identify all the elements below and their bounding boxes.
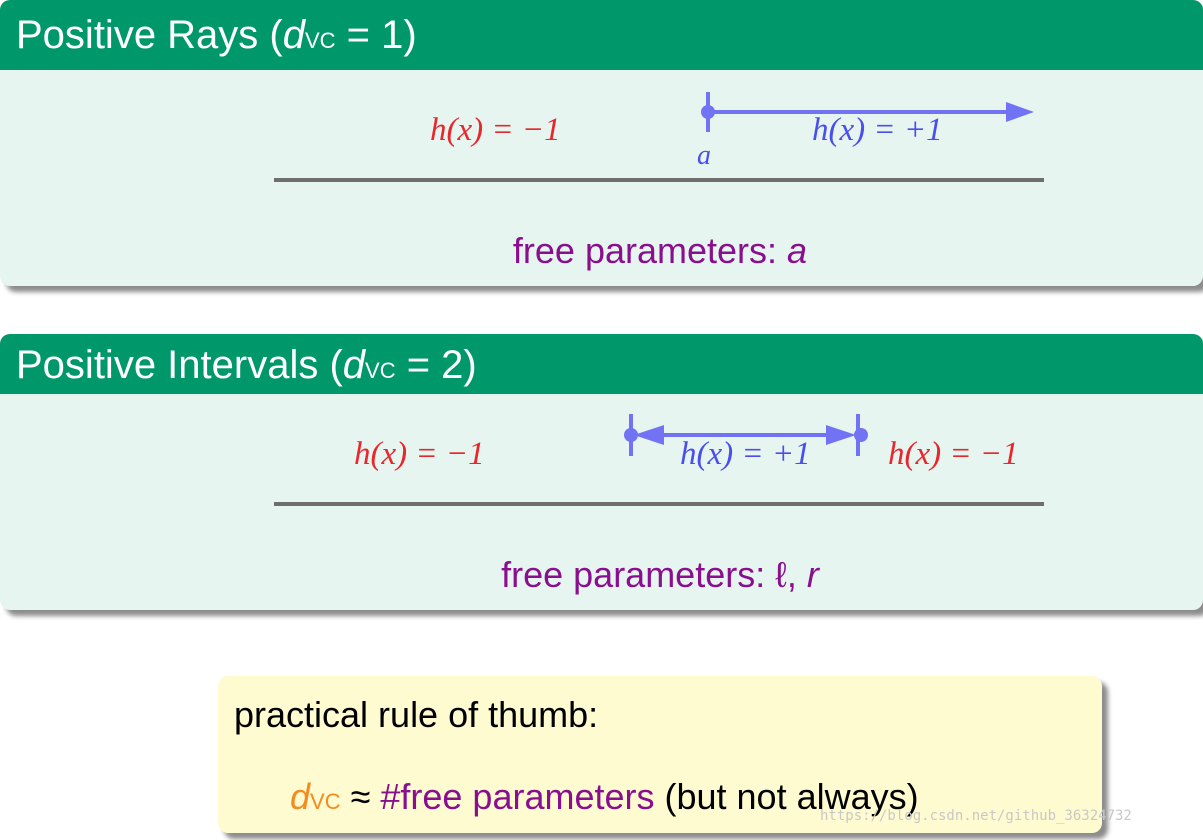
rays-header-suffix: = 1) xyxy=(335,13,417,57)
rule-statement: dVC ≈ #free parameters (but not always) xyxy=(290,776,919,818)
rays-header-prefix: Positive Rays ( xyxy=(16,13,283,57)
rule-approx: ≈ xyxy=(340,776,381,817)
rays-free-label: free parameters: xyxy=(512,230,788,271)
rays-arrow-svg xyxy=(701,92,1034,132)
rule-note: (but not always) xyxy=(654,776,919,817)
positive-intervals-header: Positive Intervals (dVC = 2) xyxy=(0,334,1203,394)
rays-header-d: d xyxy=(282,13,305,57)
intervals-free-label: free parameters: xyxy=(501,554,776,595)
intervals-arrow-svg xyxy=(624,414,868,456)
intervals-header-vc: VC xyxy=(365,358,396,383)
intervals-arrow-head-right xyxy=(826,425,856,445)
rays-arrow-head xyxy=(1006,102,1034,122)
rule-title: practical rule of thumb: xyxy=(234,694,599,735)
rays-free-parameters: free parameters: a xyxy=(513,230,807,272)
positive-rays-header: Positive Rays (dVC = 1) xyxy=(0,0,1203,70)
intervals-left-dot xyxy=(624,428,638,442)
rays-left-label: h(x) = −1 xyxy=(430,112,561,148)
intervals-middle-label: h(x) = +1 xyxy=(680,436,811,472)
watermark-text: https://blog.csdn.net/github_36324732 xyxy=(820,808,1132,824)
intervals-free-sep: , xyxy=(786,554,807,595)
intervals-arrow-head-left xyxy=(634,425,664,445)
intervals-axis-line xyxy=(274,502,1044,506)
intervals-right-label: h(x) = −1 xyxy=(888,436,1019,472)
intervals-free-parameters: free parameters: ℓ, r xyxy=(501,554,819,596)
positive-rays-block: Positive Rays (dVC = 1) h(x) = −1 h(x) =… xyxy=(0,0,1203,286)
rays-threshold-a: a xyxy=(697,140,711,171)
intervals-right-dot xyxy=(854,428,868,442)
intervals-header-suffix: = 2) xyxy=(395,343,477,387)
rule-hash-free: #free parameters xyxy=(380,776,655,817)
intervals-free-r: r xyxy=(806,554,819,595)
intervals-free-ell: ℓ xyxy=(775,554,787,595)
rule-of-thumb-box: practical rule of thumb: dVC ≈ #free par… xyxy=(218,676,1102,833)
rays-header-vc: VC xyxy=(305,28,336,53)
intervals-left-label: h(x) = −1 xyxy=(354,436,485,472)
rays-right-label: h(x) = +1 xyxy=(812,112,943,148)
rays-free-value: a xyxy=(787,230,808,271)
rule-vc: VC xyxy=(310,789,341,814)
rule-d: d xyxy=(290,776,311,817)
intervals-header-prefix: Positive Intervals ( xyxy=(16,343,343,387)
positive-intervals-block: Positive Intervals (dVC = 2) h(x) = −1 h… xyxy=(0,334,1203,610)
rays-axis-line xyxy=(274,178,1044,182)
intervals-header-d: d xyxy=(342,343,366,387)
